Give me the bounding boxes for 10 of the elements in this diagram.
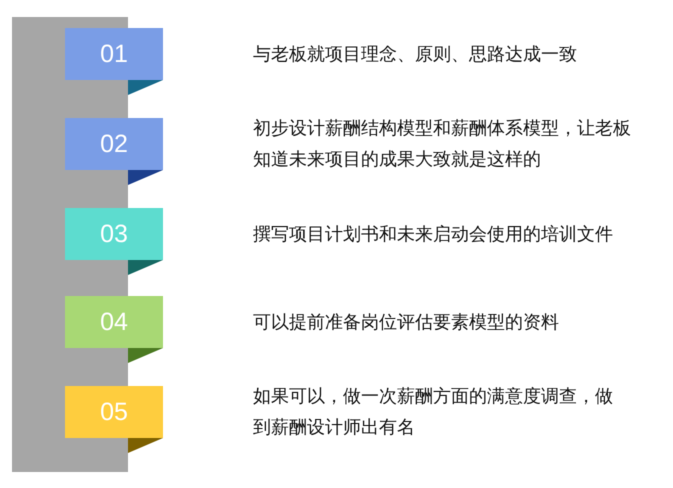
- step-description: 与老板就项目理念、原则、思路达成一致: [253, 42, 578, 66]
- step-description: 撰写项目计划书和未来启动会使用的培训文件: [253, 222, 614, 246]
- number-tab: 01: [65, 28, 163, 80]
- number-tab: 05: [65, 386, 163, 438]
- number-tab: 02: [65, 118, 163, 170]
- step-description: 可以提前准备岗位评估要素模型的资料: [253, 310, 560, 334]
- number-tab: 03: [65, 208, 163, 260]
- step-description: 初步设计薪酬结构模型和薪酬体系模型，让老板知道未来项目的成果大致就是这样的: [253, 117, 632, 172]
- number-tab: 04: [65, 296, 163, 348]
- step-description: 如果可以，做一次薪酬方面的满意度调查，做到薪酬设计师出有名: [253, 385, 614, 440]
